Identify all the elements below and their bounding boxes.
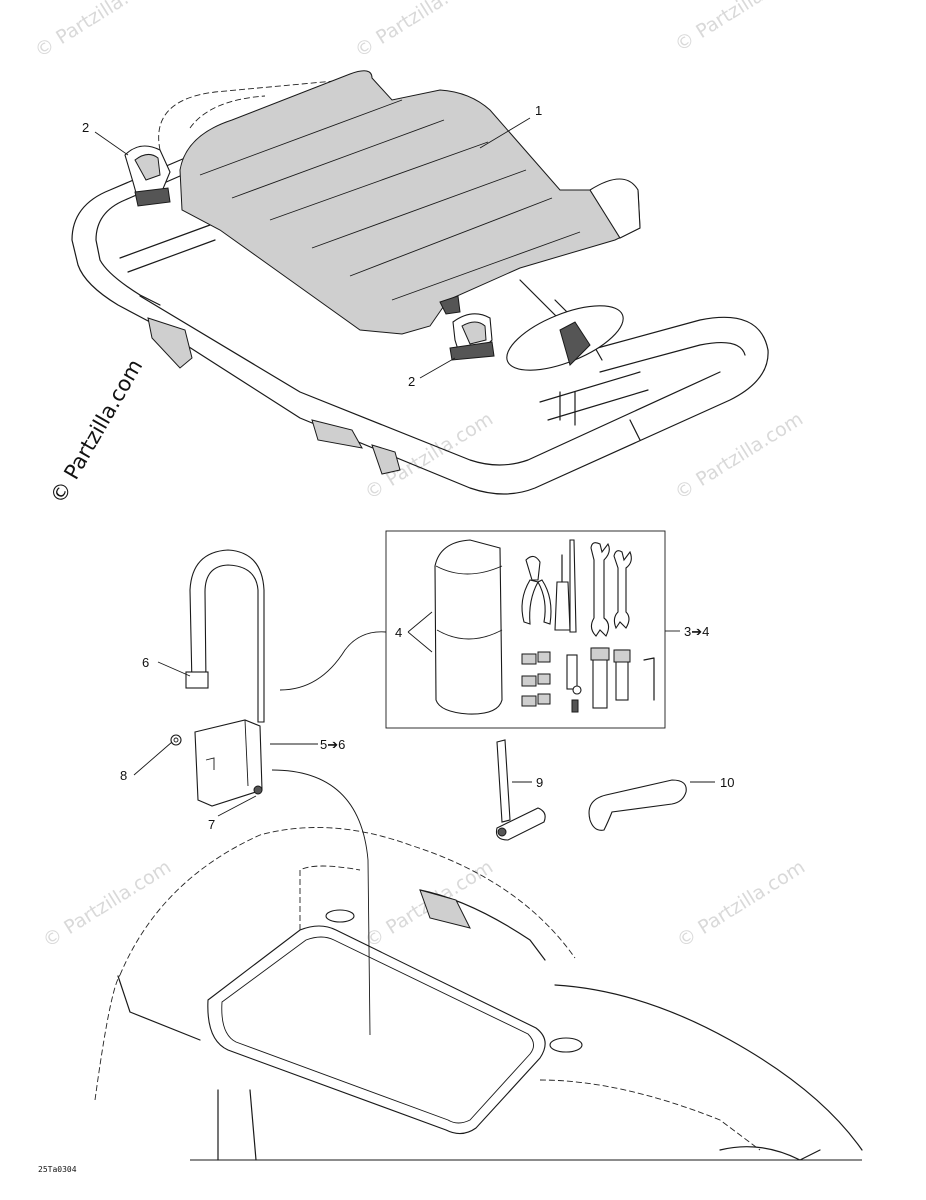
fuse-set [521,651,551,707]
callout-8: 8 [120,768,127,783]
leader-lines [94,117,715,1036]
callout-2: 2 [408,374,415,389]
side-watermark: © Partzilla.com [46,355,148,507]
tool-kit-box [385,530,666,729]
socket-wrench [590,647,610,709]
washer [170,734,182,746]
watermark-text: © Partzilla.com [31,0,167,62]
callout-2: 2 [82,120,89,135]
watermark-text: © Partzilla.com [671,0,807,56]
callout-7: 7 [208,817,215,832]
storage-compartment [94,827,863,1161]
rack-cushion [179,70,641,335]
watermark-text: © Partzilla.com [673,856,809,952]
watermark-text: © Partzilla.com [671,408,807,504]
callout-9: 9 [536,775,543,790]
hex-key [643,657,655,701]
rack-latch [124,145,171,207]
watermark-text: © Partzilla.com [351,0,487,62]
wrench-small [613,550,632,630]
spark-plug-wrench [495,739,546,841]
pliers [521,555,552,625]
spark-tester [566,654,582,713]
watermark-text: © Partzilla.com [39,856,175,952]
callout-6: 6 [142,655,149,670]
tool-holder [194,719,263,807]
callout-4: 4 [395,625,402,640]
screwdriver [554,554,571,631]
wrench-large [590,542,610,637]
callout-1: 1 [535,103,542,118]
callout-10: 10 [720,775,734,790]
strap [185,549,265,723]
rack-frame [71,79,769,495]
socket-wrench [613,649,631,701]
hook-wrench [588,779,687,831]
feeler-gauge [569,539,577,633]
callout-5: 5➔6 [320,737,345,752]
drawing-code: 25Ta0304 [38,1165,77,1174]
tool-bag [434,539,503,715]
callout-3: 3➔4 [684,624,709,639]
rack-latch [449,313,495,361]
